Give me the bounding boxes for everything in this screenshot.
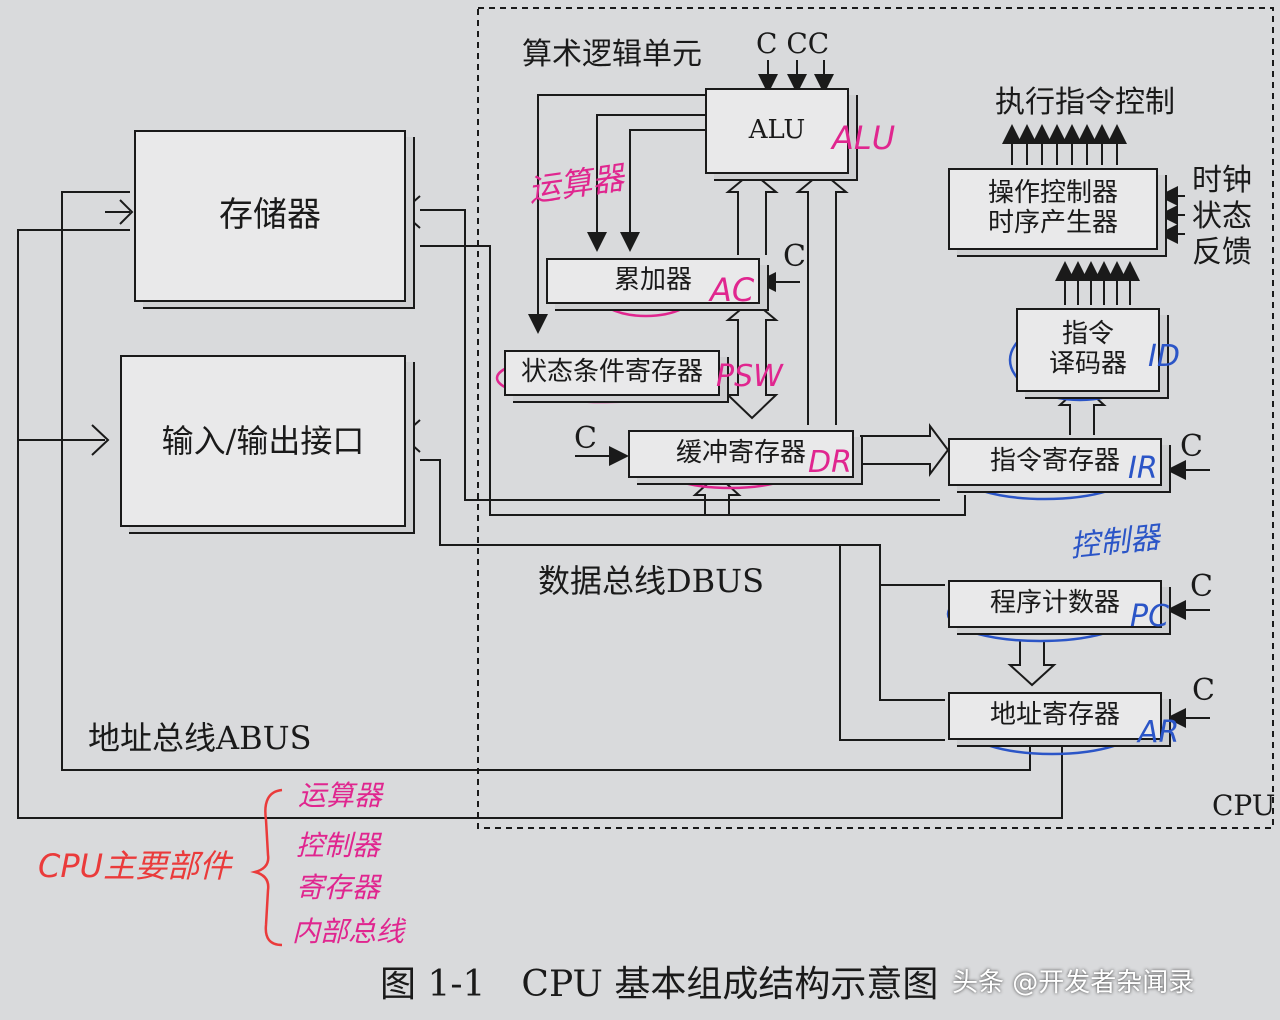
red-brace — [250, 788, 283, 947]
alu-box: ALU — [705, 88, 849, 174]
feedback-label: 反馈 — [1192, 235, 1252, 270]
accumulator-box: 累加器 — [546, 258, 760, 304]
io-interface-label: 输入/输出接口 — [161, 421, 365, 460]
accumulator-label: 累加器 — [613, 265, 692, 296]
decoder-label-2: 译码器 — [1048, 349, 1127, 379]
decoder-arrows — [1055, 261, 1140, 305]
abus-arrow-io — [62, 424, 110, 456]
c-label-pc: C — [1190, 569, 1213, 604]
annot-part-0: 运算器 — [298, 779, 383, 812]
annot-id: ID — [1148, 339, 1180, 374]
exec-control-title: 执行指令控制 — [995, 85, 1175, 120]
annot-part-3: 内部总线 — [292, 915, 405, 948]
psw-box: 状态条件寄存器 — [504, 350, 720, 396]
dbus-upper — [420, 209, 940, 501]
ccc-input-label: C CC — [756, 27, 830, 60]
c-label-ir: C — [1180, 429, 1203, 464]
annot-part-2: 寄存器 — [296, 871, 381, 904]
abus-arrow-memory — [105, 199, 134, 225]
buffer-register-label: 缓冲寄存器 — [675, 438, 806, 469]
op-controller-box: 操作控制器 时序产生器 — [948, 168, 1158, 250]
abus-line — [17, 229, 1063, 819]
cpu-boundary — [477, 7, 1274, 829]
timing-generator-label: 时序产生器 — [987, 208, 1118, 238]
abus-label: 地址总线ABUS — [88, 719, 312, 757]
annot-cpu-main-parts: CPU主要部件 — [38, 847, 232, 885]
c-label-dr: C — [574, 421, 597, 456]
alu-label: ALU — [748, 115, 806, 146]
annot-ir: IR — [1128, 451, 1158, 486]
figure-caption: 图 1-1 CPU 基本组成结构示意图 — [380, 964, 939, 1005]
c-label-ar: C — [1192, 673, 1215, 708]
c-label-ac: C — [783, 239, 806, 274]
psw-label: 状态条件寄存器 — [520, 357, 703, 388]
op-controller-label: 操作控制器 — [987, 178, 1118, 209]
dbus-lower — [420, 459, 945, 586]
io-interface-box: 输入/输出接口 — [120, 355, 406, 527]
program-counter-label: 程序计数器 — [989, 588, 1120, 619]
alu-ac-bus — [725, 170, 779, 255]
annot-ac: AC — [710, 271, 755, 309]
memory-label: 存储器 — [219, 195, 321, 236]
exec-control-arrows — [1002, 124, 1127, 165]
memory-box: 存储器 — [134, 130, 406, 302]
buffer-register-box: 缓冲寄存器 — [628, 430, 854, 478]
address-register-label: 地址寄存器 — [989, 700, 1120, 731]
program-counter-box: 程序计数器 — [948, 580, 1162, 628]
cpu-label: CPU — [1212, 789, 1276, 822]
dbus-label: 数据总线DBUS — [538, 562, 765, 600]
address-register-box: 地址寄存器 — [948, 692, 1162, 740]
status-label: 状态 — [1192, 199, 1252, 234]
instruction-register-box: 指令寄存器 — [948, 438, 1162, 486]
annot-alu: ALU — [832, 119, 896, 157]
annot-ar: AR — [1138, 715, 1180, 750]
decoder-label-1: 指令 — [1061, 319, 1114, 350]
watermark: 头条 @开发者杂闻录 — [952, 968, 1195, 998]
annot-part-1: 控制器 — [296, 829, 381, 862]
clock-label: 时钟 — [1192, 163, 1252, 198]
annot-dr: DR — [808, 445, 852, 480]
instruction-register-label: 指令寄存器 — [989, 446, 1120, 477]
annot-psw: PSW — [716, 359, 783, 394]
alu-unit-title: 算术逻辑单元 — [522, 37, 702, 72]
annot-pc: PC — [1130, 599, 1170, 634]
abus-line-inner — [61, 191, 1031, 771]
decoder-box: 指令 译码器 — [1016, 308, 1160, 392]
ac-dr-bus — [725, 298, 779, 420]
dr-alu-bus — [795, 170, 849, 425]
